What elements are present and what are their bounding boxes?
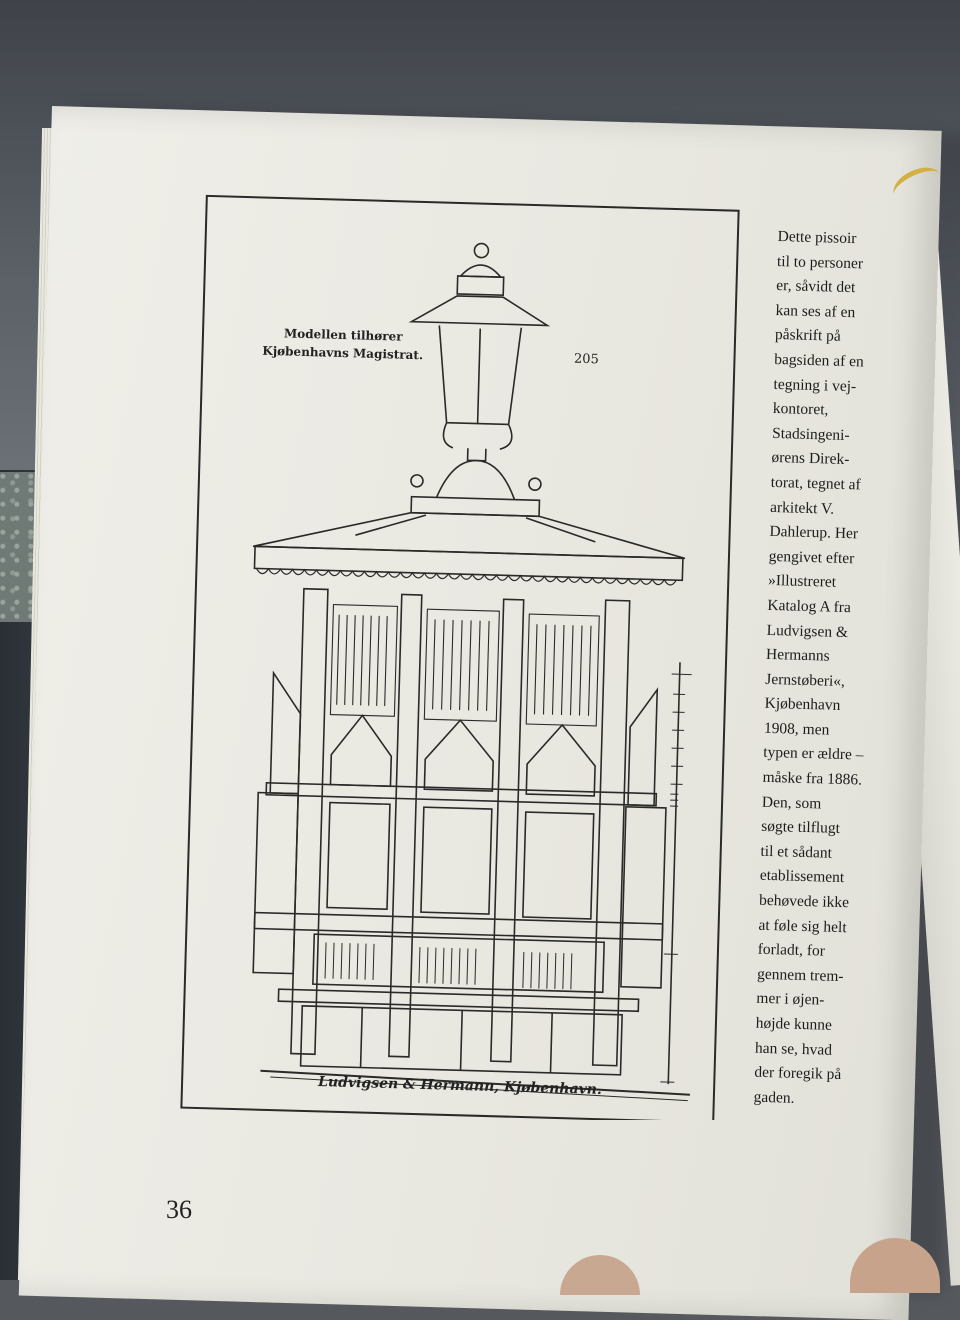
roof-cornice bbox=[253, 545, 684, 582]
roof bbox=[252, 511, 686, 560]
lamp-hood bbox=[408, 295, 551, 327]
text-line: Dahlerup. Her bbox=[769, 523, 859, 543]
text-line: kontoret, bbox=[772, 400, 829, 419]
lamp-dome bbox=[458, 264, 503, 278]
plate-number: 205 bbox=[573, 351, 600, 368]
text-line: gaden. bbox=[753, 1088, 795, 1107]
lamp-scroll bbox=[435, 459, 516, 500]
text-line: Dette pissoir bbox=[777, 227, 857, 248]
text-line: Kjøbenhavn bbox=[764, 695, 841, 715]
post-mid-left bbox=[388, 593, 423, 1058]
text-line: forladt, for bbox=[757, 940, 826, 960]
text-line: der foregik på bbox=[754, 1063, 842, 1084]
text-line: ørens Direk- bbox=[771, 449, 850, 469]
text-line: behøvede ikke bbox=[758, 891, 850, 912]
text-line: »Illustreret bbox=[767, 572, 837, 592]
text-line: torat, tegnet af bbox=[770, 473, 861, 494]
corner-post-right bbox=[591, 599, 631, 1067]
page-number: 36 bbox=[166, 1195, 192, 1224]
text-line: højde kunne bbox=[755, 1014, 833, 1034]
lamp-finial bbox=[473, 242, 490, 259]
scale-bar bbox=[667, 662, 681, 1085]
grille-panels bbox=[329, 604, 600, 727]
text-line: Hermanns bbox=[765, 645, 830, 665]
text-line: Katalog A fra bbox=[767, 596, 852, 617]
post-mid-right bbox=[489, 598, 525, 1063]
lamp-bracket bbox=[442, 422, 513, 450]
illustration-drawing bbox=[180, 194, 740, 1120]
illustration-caption: Modellen tilhører Kjøbenhavns Magistrat. bbox=[258, 324, 429, 365]
lamp-crown bbox=[456, 275, 505, 297]
text-line: søgte tilflugt bbox=[760, 818, 841, 838]
text-line: måske fra 1886. bbox=[762, 768, 863, 789]
text-line: bagsiden af en bbox=[774, 350, 864, 371]
text-line: er, såvidt det bbox=[776, 277, 856, 297]
body-text-column: Dette pissoir til to personer er, såvidt… bbox=[753, 225, 918, 1114]
pissoir-illustration bbox=[175, 190, 755, 1120]
illustration-frame bbox=[180, 194, 740, 1120]
